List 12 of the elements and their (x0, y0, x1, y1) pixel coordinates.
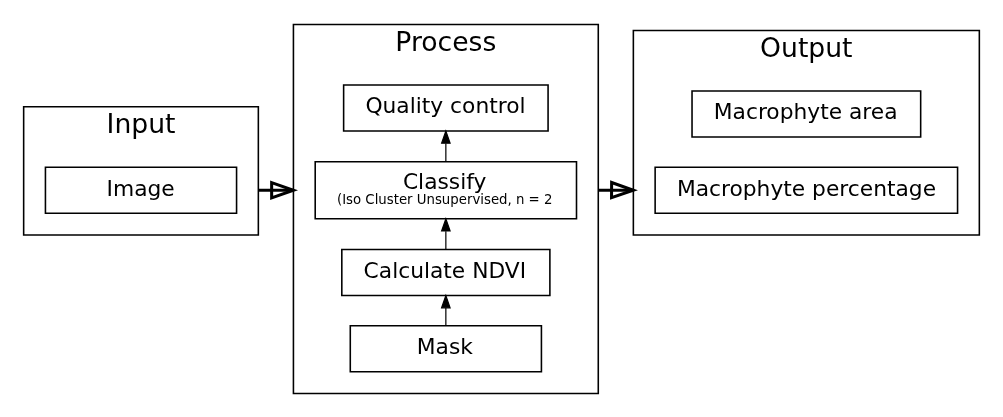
node-box: Calculate NDVI (341, 248, 551, 296)
arrow (258, 180, 298, 200)
arrow (440, 293, 451, 326)
node-box: Mask (349, 324, 543, 372)
arrow (440, 216, 451, 250)
node-box: Classify (Iso Cluster Unsupervised, n = 2 (314, 160, 578, 219)
node-box: Macrophyte percentage (654, 165, 959, 214)
arrow (440, 128, 451, 162)
node-box: Image (44, 165, 238, 214)
node-box: Macrophyte area (691, 89, 922, 138)
arrow (598, 179, 638, 200)
node-box: Quality control (342, 83, 549, 132)
